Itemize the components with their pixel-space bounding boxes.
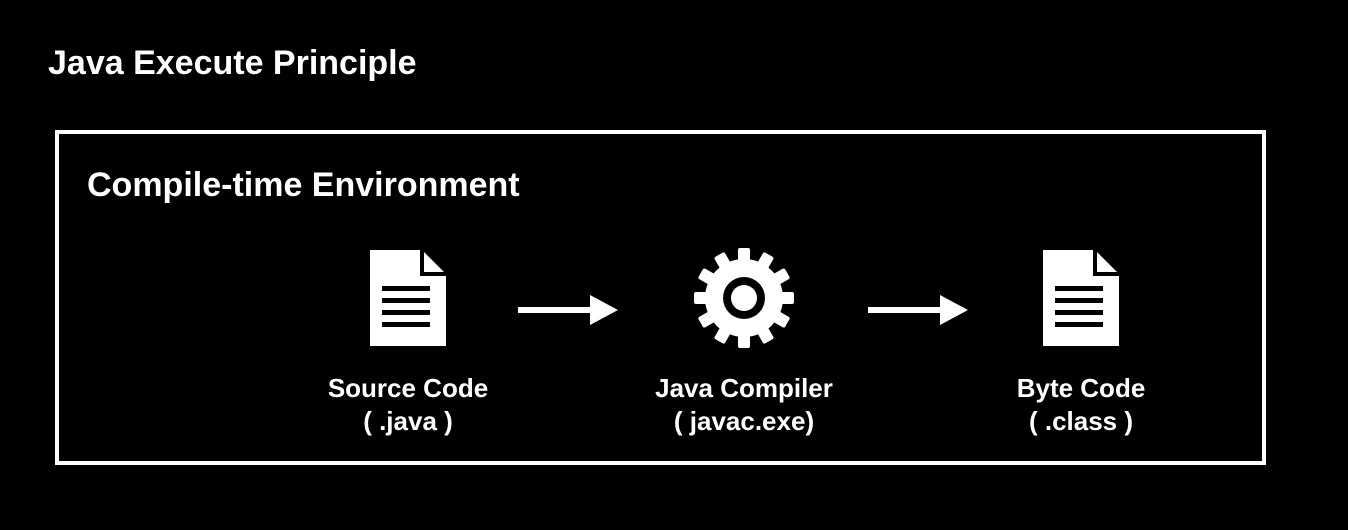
right-arrow-icon xyxy=(518,295,618,325)
node-label-line1: Byte Code xyxy=(1016,373,1146,403)
environment-title: Compile-time Environment xyxy=(87,166,520,204)
java-compiler-node: Java Compiler ( javac.exe) xyxy=(614,248,874,438)
document-icon xyxy=(1043,250,1119,346)
document-icon xyxy=(370,250,446,346)
node-label-line1: Source Code xyxy=(327,373,489,403)
node-label: Source Code ( .java ) xyxy=(278,372,538,438)
right-arrow-icon xyxy=(868,295,968,325)
node-label: Java Compiler ( javac.exe) xyxy=(614,372,874,438)
node-label-line2: ( javac.exe) xyxy=(673,406,815,436)
page-title: Java Execute Principle xyxy=(48,44,417,82)
compile-time-environment-box: Compile-time Environment Source Code ( .… xyxy=(55,130,1266,465)
node-label-line2: ( .class ) xyxy=(1028,406,1134,436)
node-label-line2: ( .java ) xyxy=(363,406,453,436)
source-code-node: Source Code ( .java ) xyxy=(278,248,538,438)
byte-code-node: Byte Code ( .class ) xyxy=(951,248,1211,438)
node-label-line1: Java Compiler xyxy=(655,373,833,403)
node-label: Byte Code ( .class ) xyxy=(951,372,1211,438)
gear-icon xyxy=(694,248,794,348)
